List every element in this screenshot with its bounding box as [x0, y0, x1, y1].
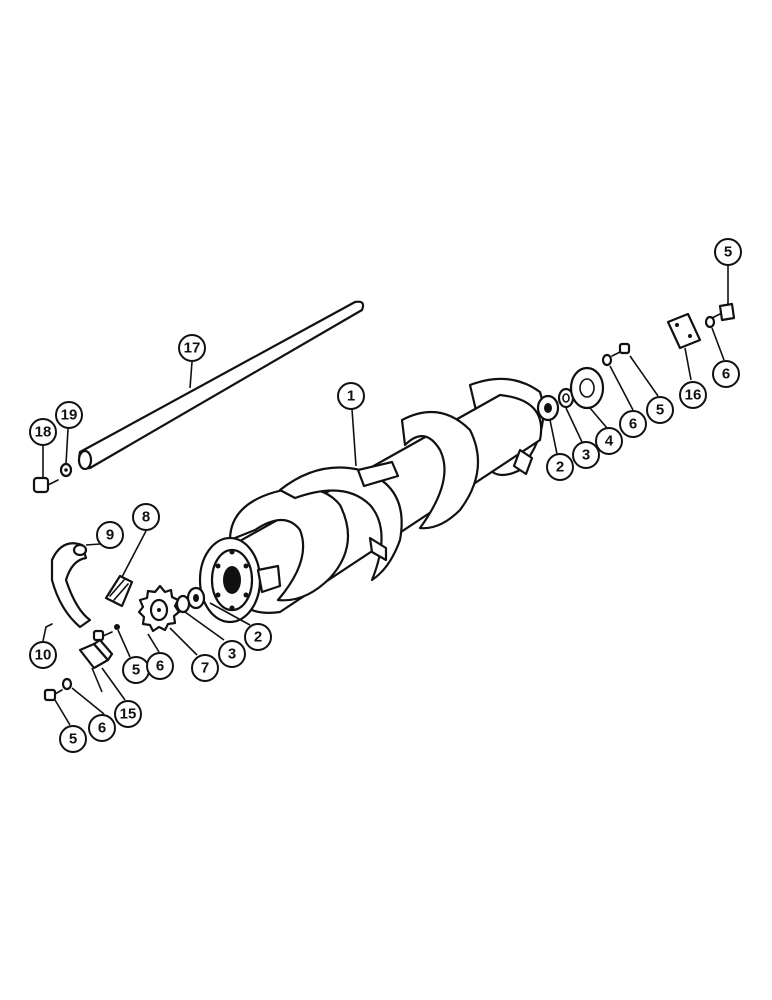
callout-2-left: 2	[244, 623, 272, 651]
callout-6-top: 6	[712, 360, 740, 388]
callout-18: 18	[29, 418, 57, 446]
callout-3-left: 3	[218, 640, 246, 668]
callout-5-right: 5	[646, 396, 674, 424]
plate-16	[666, 312, 702, 350]
callout-5-right-label: 5	[656, 402, 664, 419]
callout-15-label: 15	[120, 706, 137, 723]
washer-19	[59, 462, 73, 478]
washer-6-right	[601, 353, 613, 367]
callout-1-label: 1	[347, 388, 355, 405]
callout-6-right-label: 6	[629, 416, 637, 433]
lock-collar-3-right	[557, 387, 575, 409]
callout-8: 8	[132, 503, 160, 531]
callout-19: 19	[55, 401, 83, 429]
callout-6-top-label: 6	[722, 366, 730, 383]
bearing-2-right	[536, 394, 560, 422]
callout-10: 10	[29, 641, 57, 669]
idler-arm-9	[50, 542, 92, 629]
washer-6-left	[114, 624, 120, 630]
callout-10-label: 10	[35, 647, 52, 664]
auger	[198, 377, 545, 624]
callout-16: 16	[679, 381, 707, 409]
callout-15: 15	[114, 700, 142, 728]
callout-7: 7	[191, 654, 219, 682]
bolt-5-right	[611, 342, 631, 357]
callout-7-label: 7	[201, 660, 209, 677]
bolt-18	[32, 476, 59, 494]
callout-9: 9	[96, 521, 124, 549]
callout-6-right: 6	[619, 410, 647, 438]
leader-lines	[42, 266, 729, 726]
bolt-5-left	[92, 629, 113, 642]
flange-4	[569, 366, 605, 410]
callout-1: 1	[337, 382, 365, 410]
callout-5-left-label: 5	[132, 662, 140, 679]
callout-3-right: 3	[572, 441, 600, 469]
bracket-15	[78, 638, 114, 670]
washer-6-top	[704, 315, 716, 329]
callout-5-bottom: 5	[59, 725, 87, 753]
chain-connector-8	[104, 574, 134, 608]
pin-10	[45, 623, 53, 628]
callout-2-right: 2	[546, 453, 574, 481]
callout-6-bottom-label: 6	[98, 720, 106, 737]
callout-17-label: 17	[184, 340, 201, 357]
callout-3-right-label: 3	[582, 447, 590, 464]
callout-17: 17	[178, 334, 206, 362]
callout-5-left: 5	[122, 656, 150, 684]
bearing-2-left	[186, 586, 206, 610]
callout-6-left: 6	[146, 652, 174, 680]
washer-6-bottom	[61, 677, 73, 691]
callout-2-right-label: 2	[556, 459, 564, 476]
callout-4: 4	[595, 427, 623, 455]
callout-18-label: 18	[35, 424, 52, 441]
callout-5-bottom-label: 5	[69, 731, 77, 748]
lock-collar-3-left	[175, 594, 191, 614]
callout-19-label: 19	[61, 407, 78, 424]
callout-9-label: 9	[106, 527, 114, 544]
callout-4-label: 4	[605, 433, 614, 450]
callout-2-left-label: 2	[254, 629, 262, 646]
callout-6-left-label: 6	[156, 658, 164, 675]
bolt-5-bottom	[43, 688, 63, 702]
callout-3-left-label: 3	[228, 646, 236, 663]
callout-16-label: 16	[685, 387, 702, 404]
callout-8-label: 8	[142, 509, 150, 526]
callout-6-bottom: 6	[88, 714, 116, 742]
shaft	[77, 300, 365, 471]
bolt-5-top	[711, 302, 736, 322]
callout-5-top: 5	[714, 238, 742, 266]
sprocket-7	[137, 584, 181, 633]
callout-5-top-label: 5	[724, 244, 732, 261]
